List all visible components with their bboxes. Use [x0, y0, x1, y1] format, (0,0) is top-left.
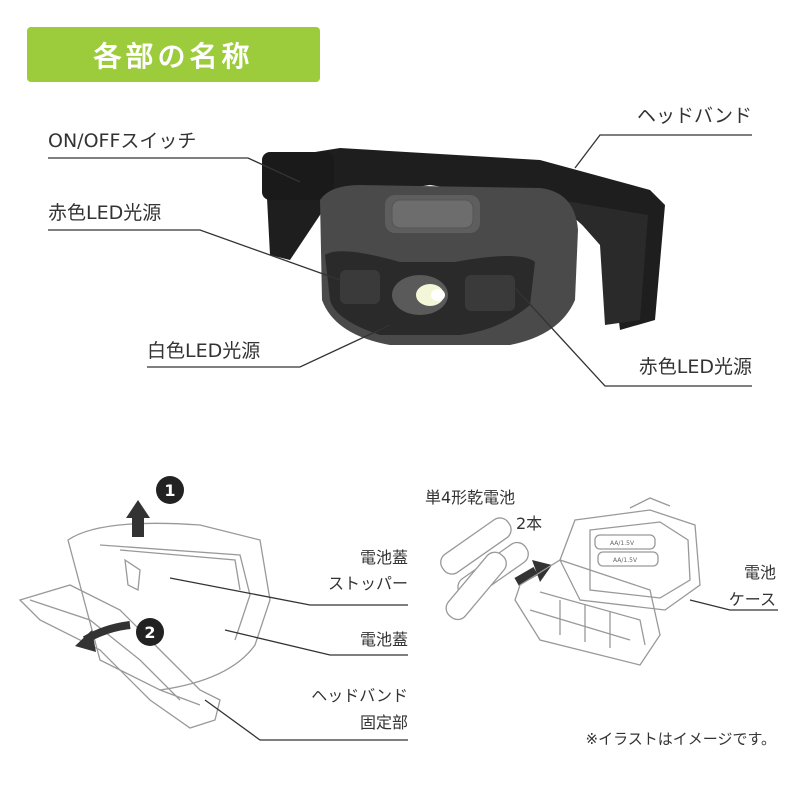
battery-drawing: [440, 517, 529, 621]
battery-case-drawing: [514, 497, 701, 666]
step-2-badge: [136, 618, 164, 646]
bottom-leader-lines: [169, 577, 408, 741]
label-switch: ON/OFFスイッチ: [48, 130, 197, 152]
label-cover-stopper-2: ストッパー: [327, 574, 408, 593]
battery-marking-2: AA/1.5V: [613, 557, 638, 564]
label-battery-case-2: ケース: [728, 590, 776, 609]
label-red-led-left: 赤色LED光源: [48, 202, 162, 224]
label-headband: ヘッドバンド: [637, 105, 752, 127]
label-headband-fix-2: 固定部: [359, 713, 408, 732]
headlamp-photo: [262, 148, 665, 345]
step-2-number: 2: [144, 623, 155, 642]
label-battery-cover: 電池蓋: [359, 630, 408, 649]
label-headband-fix-1: ヘッドバンド: [311, 686, 408, 705]
battery-marking-1: AA/1.5V: [610, 540, 635, 547]
label-cover-stopper-1: 電池蓋: [359, 548, 408, 567]
top-leader-lines: [48, 134, 752, 387]
label-batteries-1: 単4形乾電池: [425, 488, 516, 507]
section-title: 各部の名称: [27, 27, 320, 82]
label-battery-case-1: 電池: [743, 563, 776, 582]
step-1-badge: [156, 476, 184, 504]
label-batteries-2: 2本: [516, 514, 543, 533]
arrow-up-icon: [126, 500, 150, 537]
illustration-note: ※イラストはイメージです。: [585, 730, 776, 748]
label-red-led-right: 赤色LED光源: [638, 356, 752, 378]
step-1-number: 1: [164, 481, 175, 500]
arrow-curved-icon: [75, 621, 131, 652]
case-leader-line: [689, 599, 778, 611]
label-white-led: 白色LED光源: [147, 340, 261, 362]
